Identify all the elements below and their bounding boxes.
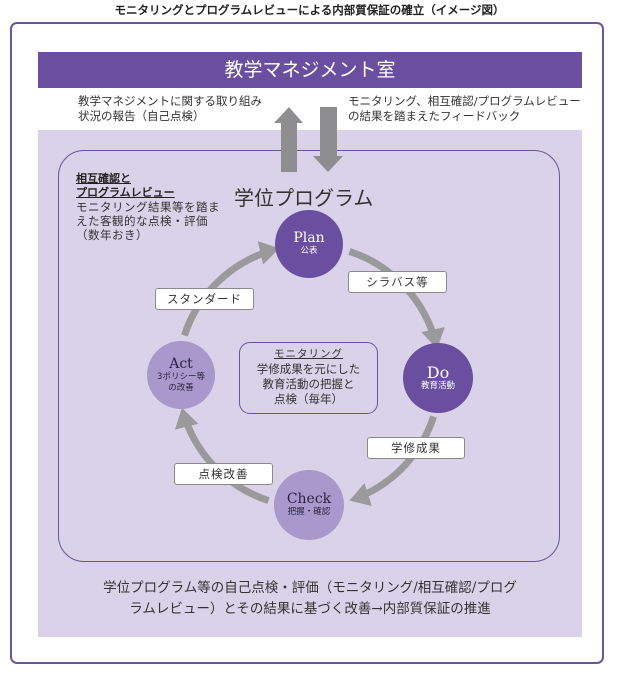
feedback-note-line: モニタリング、相互確認/プログラムレビュー [348, 94, 581, 108]
act-node: Act 3ポリシー等 の改善 [147, 341, 215, 409]
outer-frame [10, 22, 604, 664]
review-note: 相互確認と プログラムレビュー モニタリング結果等を踏まえた客観的な点検・評価（… [76, 172, 226, 242]
monitoring-box: モニタリング 学修成果を元にした 教育活動の把握と 点検（毎年） [239, 342, 378, 414]
figure-title: モニタリングとプログラムレビューによる内部質保証の確立（イメージ図） [114, 3, 505, 17]
act-sublabel: の改善 [168, 382, 194, 393]
report-note: 教学マネジメントに関する取り組み 状況の報告（自己点検） [78, 94, 262, 124]
act-to-plan-arrowhead-icon [257, 241, 280, 265]
feedback-note-line: の結果を踏まえたフィードバック [348, 109, 521, 123]
check-to-act-arrowhead-icon [174, 407, 199, 430]
act-to-plan-arrow [181, 248, 268, 337]
check-label: Check [286, 491, 332, 507]
up-arrow-icon [274, 107, 303, 172]
check-node: Check 把握・確認 [274, 470, 344, 540]
program-frame [58, 150, 560, 562]
label-syllabus: シラバス等 [348, 271, 447, 293]
label-learning-outcomes: 学修成果 [367, 437, 465, 459]
plan-to-do-arrow [348, 248, 437, 337]
act-sublabel: 3ポリシー等 [157, 371, 205, 382]
check-to-act-arrow [182, 419, 270, 504]
header-bar: 教学マネジメント室 [38, 52, 582, 88]
act-label: Act [169, 355, 193, 372]
review-note-heading: 相互確認と [76, 172, 131, 185]
summary-text: 学位プログラム等の自己点検・評価（モニタリング/相互確認/プログ ラムレビュー）… [60, 578, 560, 620]
label-standard: スタンダード [155, 288, 254, 310]
do-label: Do [426, 363, 450, 382]
do-node: Do 教育活動 [403, 343, 473, 413]
report-note-line: 状況の報告（自己点検） [78, 109, 205, 123]
do-to-check-arrow [361, 415, 437, 499]
do-sublabel: 教育活動 [420, 381, 455, 391]
check-sublabel: 把握・確認 [287, 507, 331, 517]
label-improvement: 点検改善 [174, 463, 273, 485]
report-note-line: 教学マネジメントに関する取り組み [78, 94, 262, 108]
feedback-note: モニタリング、相互確認/プログラムレビュー の結果を踏まえたフィードバック [348, 94, 581, 124]
do-to-check-arrowhead-icon [349, 483, 372, 506]
monitoring-line: 教育活動の把握と [262, 377, 355, 391]
plan-sublabel: 公表 [300, 246, 318, 256]
down-arrow-icon [313, 107, 343, 172]
plan-node: Plan 公表 [275, 210, 343, 278]
monitoring-line: 点検（毎年） [274, 392, 343, 406]
monitoring-line: 学修成果を元にした [256, 362, 361, 376]
summary-line: 学位プログラム等の自己点検・評価（モニタリング/相互確認/プログ [103, 580, 517, 596]
program-title: 学位プログラム [234, 186, 374, 210]
summary-line: ラムレビュー）とその結果に基づく改善→内部質保証の推進 [129, 601, 491, 617]
review-note-body: モニタリング結果等を踏まえた客観的な点検・評価（数年おき） [76, 200, 220, 242]
review-note-heading: プログラムレビュー [76, 186, 175, 199]
plan-label: Plan [293, 230, 325, 246]
monitoring-heading: モニタリング [274, 348, 343, 360]
